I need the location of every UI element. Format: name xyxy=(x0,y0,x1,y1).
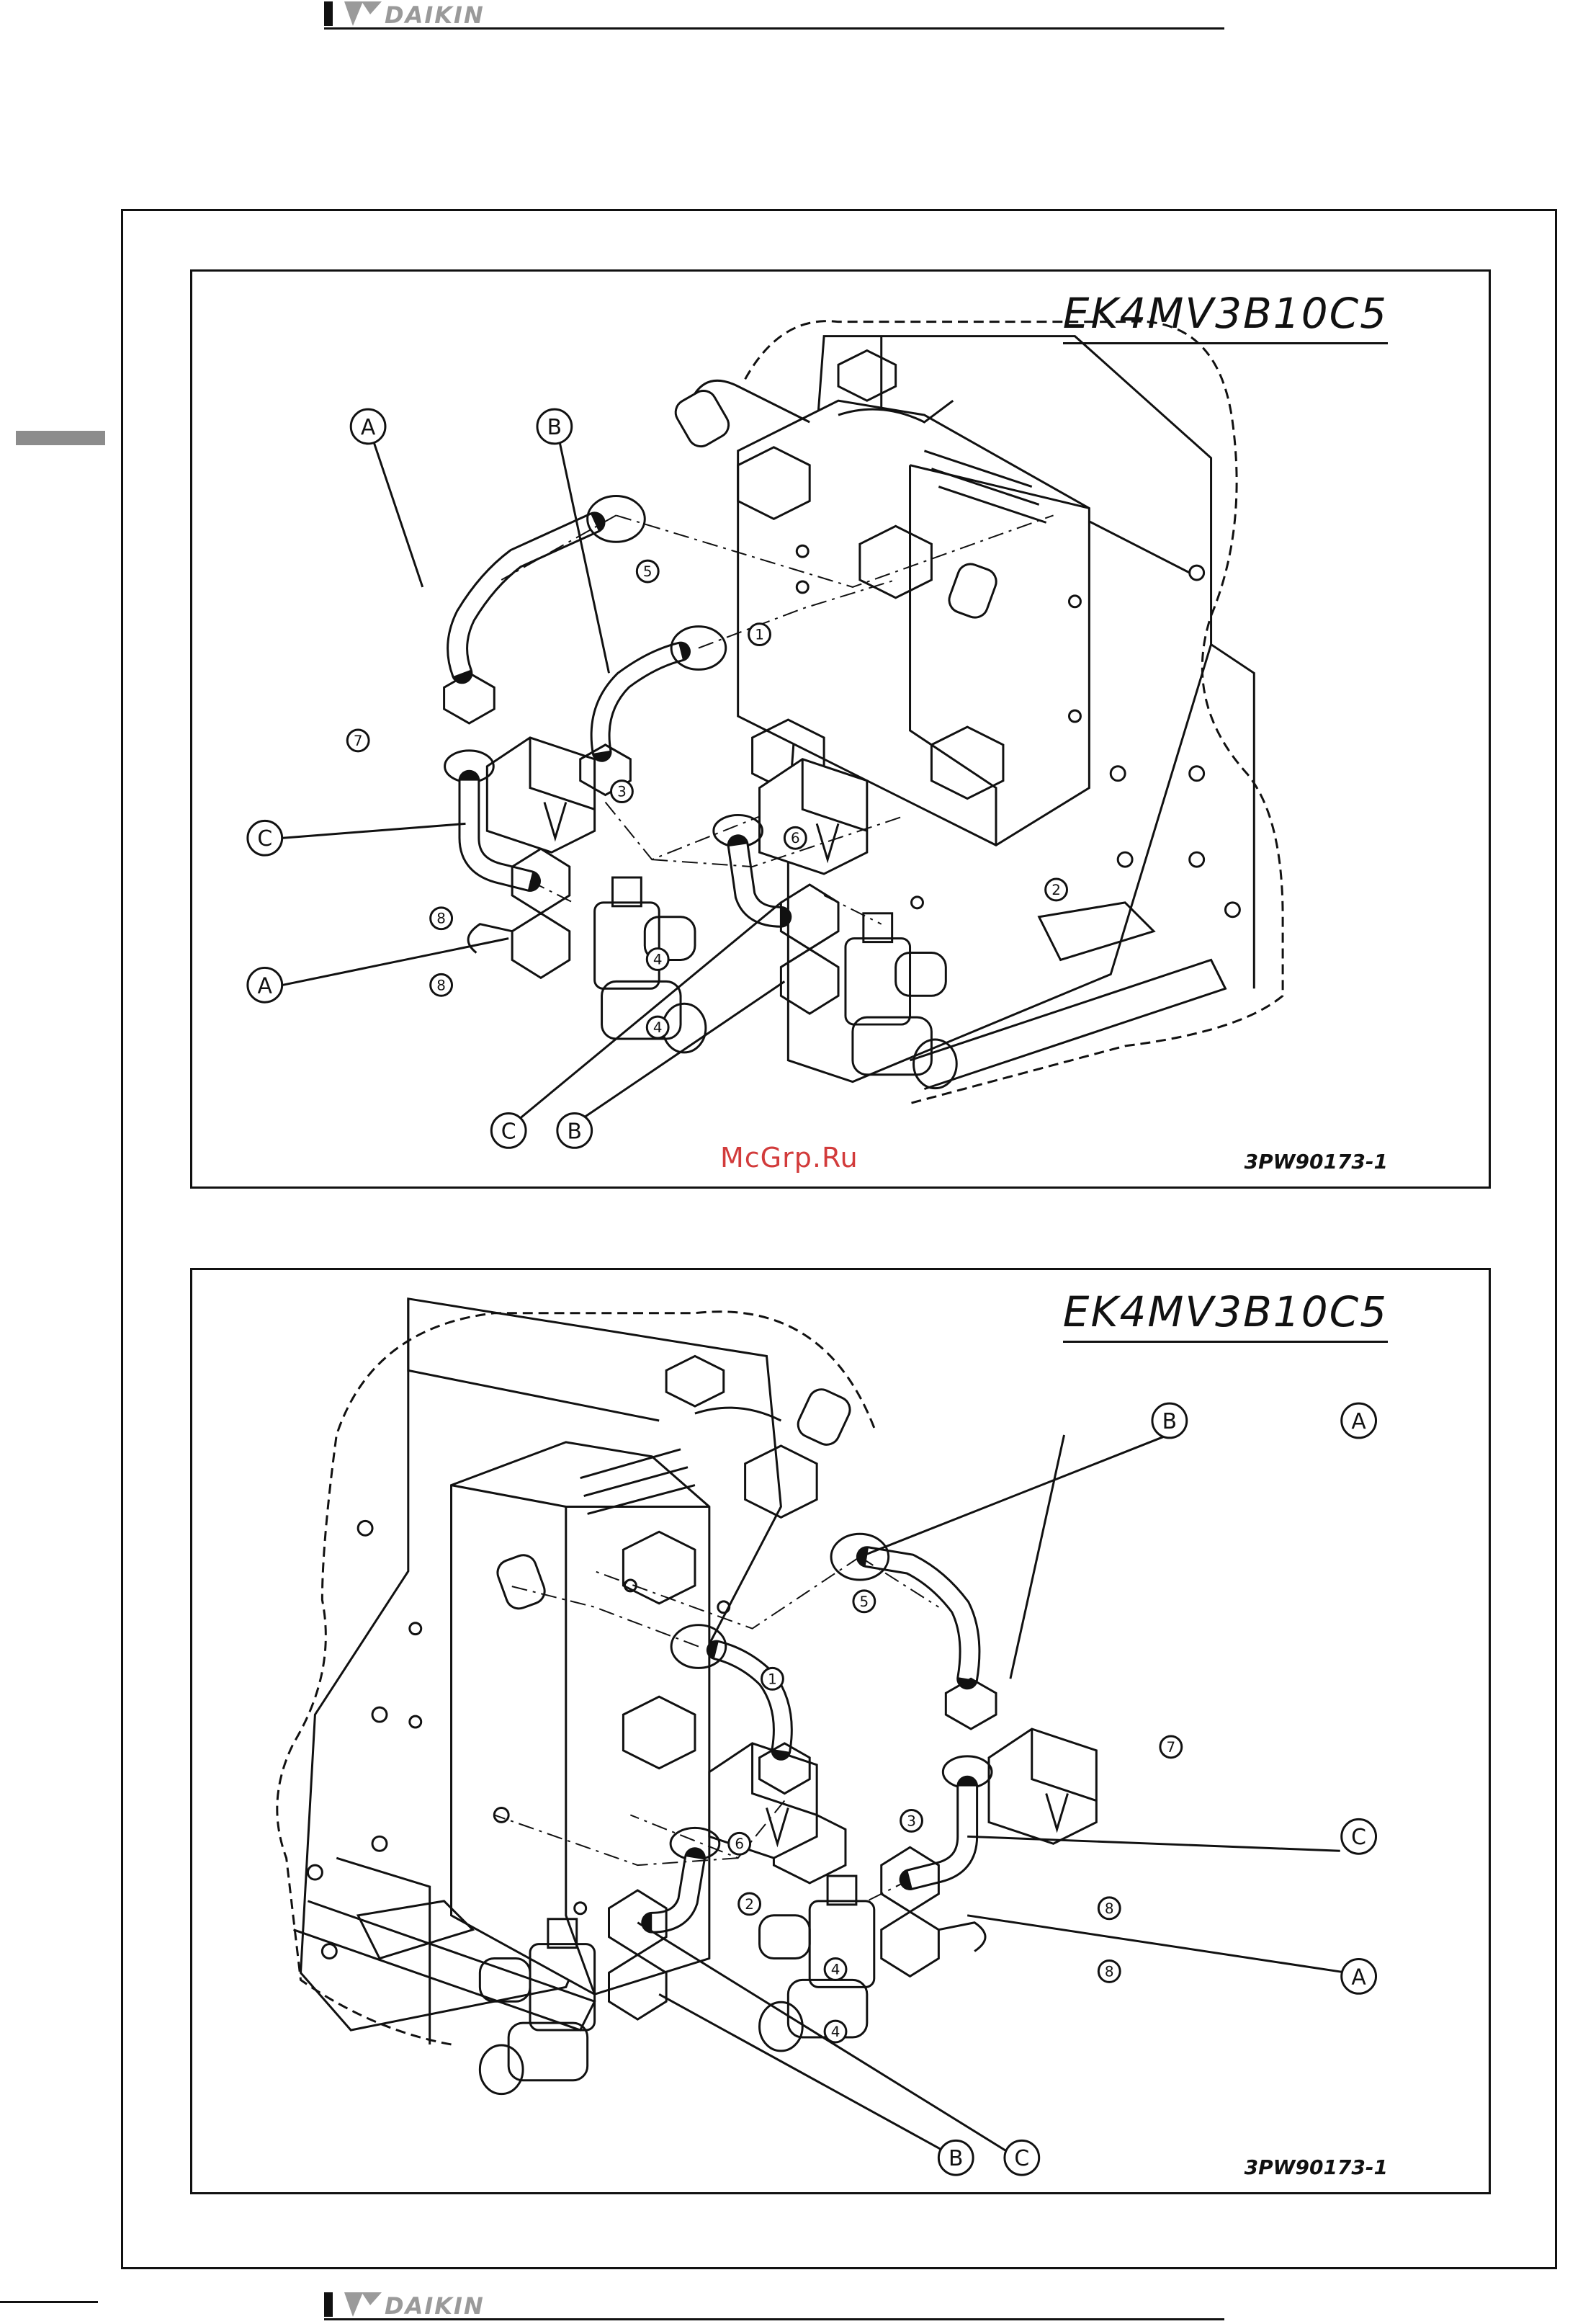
footer-rule xyxy=(324,2318,1224,2320)
model-number: EK4MV3B10C5 xyxy=(1063,1287,1388,1343)
footer-line xyxy=(0,2301,98,2303)
drawing-1-illustration: A B C A C B 5 1 3 6 2 4 4 7 8 8 xyxy=(192,272,1489,1186)
callout-a-top: A xyxy=(1351,1409,1366,1434)
callout-b-top: B xyxy=(547,415,562,440)
model-number: EK4MV3B10C5 xyxy=(1063,289,1388,344)
callout-8-lower: 8 xyxy=(436,977,446,993)
callout-b-top: B xyxy=(1162,1409,1178,1434)
callout-c-bottom: C xyxy=(501,1119,516,1144)
callout-8-upper: 8 xyxy=(1105,1900,1114,1917)
valve-left xyxy=(480,1919,594,2094)
installation-drawing-1: A B C A C B 5 1 3 6 2 4 4 7 8 8 EK4MV3B1… xyxy=(190,269,1491,1189)
callout-a-left: A xyxy=(258,973,273,998)
daikin-logo-icon xyxy=(341,0,383,27)
callout-4-lower: 4 xyxy=(653,1019,663,1036)
callout-6: 6 xyxy=(791,830,800,846)
callout-2: 2 xyxy=(745,1896,754,1913)
callout-7: 7 xyxy=(354,733,363,749)
callout-5: 5 xyxy=(860,1594,869,1610)
callout-1: 1 xyxy=(768,1671,777,1687)
drawing-number: 3PW90173-1 xyxy=(1245,2155,1388,2179)
watermark: McGrp.Ru xyxy=(720,1142,858,1174)
drawing-2-illustration: B A C A B C 5 1 3 6 2 4 4 7 8 8 xyxy=(192,1270,1489,2192)
actuator-left xyxy=(487,738,594,852)
callout-3: 3 xyxy=(617,784,627,800)
callout-3: 3 xyxy=(907,1813,916,1829)
page-header: DAIKIN xyxy=(324,0,1224,32)
actuator-right xyxy=(760,759,867,874)
callout-1: 1 xyxy=(755,627,764,643)
footer-bar xyxy=(324,2292,333,2317)
installation-drawing-2: B A C A B C 5 1 3 6 2 4 4 7 8 8 EK4MV3B1… xyxy=(190,1268,1491,2194)
callout-a-right: A xyxy=(1351,1965,1366,1990)
callout-8-lower: 8 xyxy=(1105,1963,1114,1980)
daikin-logo-icon xyxy=(341,2291,383,2318)
callout-6: 6 xyxy=(735,1836,744,1852)
actuator-right xyxy=(989,1729,1096,1843)
header-rule xyxy=(324,27,1224,30)
callout-4-upper: 4 xyxy=(653,951,663,967)
actuator-left xyxy=(709,1743,817,1858)
callout-c-right: C xyxy=(1351,1825,1366,1850)
section-side-tab xyxy=(16,431,105,445)
callout-5: 5 xyxy=(643,563,653,580)
callout-2: 2 xyxy=(1051,882,1061,898)
drawing-number: 3PW90173-1 xyxy=(1245,1150,1388,1174)
callout-a-top: A xyxy=(361,415,376,440)
callout-8-upper: 8 xyxy=(436,911,446,927)
callout-4-upper: 4 xyxy=(831,1961,840,1977)
callout-c-left: C xyxy=(257,826,272,852)
page-footer: DAIKIN xyxy=(324,2291,1224,2323)
footer-brand: DAIKIN xyxy=(385,2292,485,2320)
callout-c-bottom: C xyxy=(1014,2146,1029,2171)
header-brand: DAIKIN xyxy=(385,1,485,29)
callout-4-lower: 4 xyxy=(831,2024,840,2040)
callout-7: 7 xyxy=(1167,1739,1176,1756)
callout-b-bottom: B xyxy=(949,2146,964,2171)
valve-right xyxy=(760,1876,874,2051)
callout-b-bottom: B xyxy=(568,1119,582,1144)
header-bar xyxy=(324,1,333,26)
